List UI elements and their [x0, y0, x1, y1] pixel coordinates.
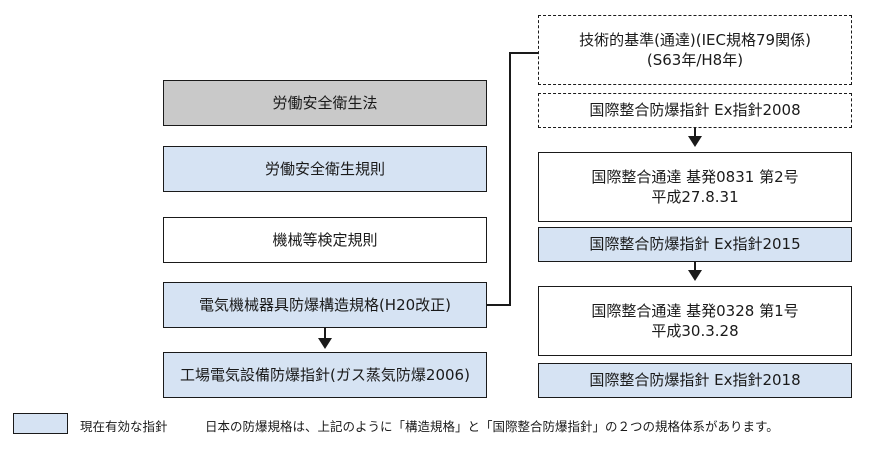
- regulation-label: 労働安全衛生規則: [264, 159, 385, 178]
- notice-0328-line2: 平成30.3.28: [651, 322, 739, 340]
- structure-standard-label: 電気機械器具防爆構造規格(H20改正): [198, 295, 452, 314]
- notice-0328-box: 国際整合通達 基発0328 第1号 平成30.3.28: [538, 286, 852, 356]
- legend-label: 現在有効な指針: [80, 419, 168, 434]
- regulation-box: 労働安全衛生規則: [163, 146, 487, 192]
- structure-standard-box: 電気機械器具防爆構造規格(H20改正): [163, 282, 487, 328]
- connector-h-top: [509, 52, 539, 54]
- law-box: 労働安全衛生法: [163, 80, 487, 126]
- notice-0831-line1: 国際整合通達 基発0831 第2号: [591, 167, 799, 186]
- factory-guide-label: 工場電気設備防爆指針(ガス蒸気防爆2006): [180, 365, 470, 384]
- legend-note: 日本の防爆規格は、上記のように「構造規格」と「国際整合防爆指針」の２つの規格体系…: [205, 419, 779, 434]
- notice-0831-line2: 平成27.8.31: [651, 188, 739, 206]
- arrow-right-2: [688, 270, 702, 281]
- arrow-left: [318, 338, 332, 349]
- ex2008-label: 国際整合防爆指針 Ex指針2008: [589, 101, 801, 120]
- tech-standard-box: 技術的基準(通達)(IEC規格79関係) (S63年/H8年): [538, 15, 852, 85]
- inspection-box: 機械等検定規則: [163, 217, 487, 263]
- ex2018-box: 国際整合防爆指針 Ex指針2018: [538, 363, 852, 398]
- ex2018-label: 国際整合防爆指針 Ex指針2018: [589, 371, 801, 390]
- ex2008-box: 国際整合防爆指針 Ex指針2008: [538, 93, 852, 128]
- ex2015-label: 国際整合防爆指針 Ex指針2015: [589, 235, 801, 254]
- connector-right-1: [694, 128, 696, 138]
- notice-0328-line1: 国際整合通達 基発0328 第1号: [591, 301, 799, 320]
- connector-h-bottom: [487, 304, 511, 306]
- connector-left-vertical: [324, 328, 326, 340]
- arrow-right-1: [688, 136, 702, 147]
- inspection-label: 機械等検定規則: [272, 230, 378, 249]
- connector-vertical: [509, 52, 511, 306]
- law-label: 労働安全衛生法: [272, 93, 378, 112]
- ex2015-box: 国際整合防爆指針 Ex指針2015: [538, 227, 852, 262]
- connector-right-2: [694, 262, 696, 272]
- tech-standard-line2: (S63年/H8年): [646, 51, 744, 69]
- factory-guide-box: 工場電気設備防爆指針(ガス蒸気防爆2006): [163, 352, 487, 398]
- notice-0831-box: 国際整合通達 基発0831 第2号 平成27.8.31: [538, 152, 852, 222]
- tech-standard-line1: 技術的基準(通達)(IEC規格79関係): [579, 30, 811, 49]
- legend-swatch: [13, 413, 68, 434]
